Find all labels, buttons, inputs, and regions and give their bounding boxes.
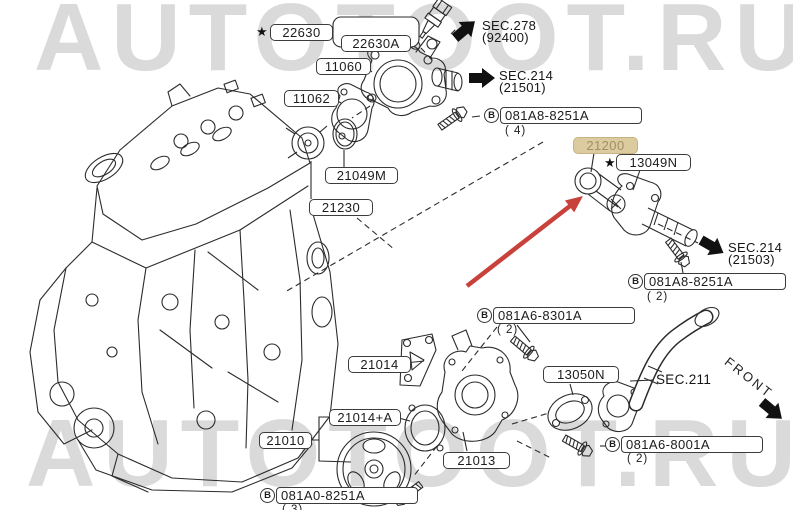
sec-ref-214-21503: SEC.214 (21503) xyxy=(728,240,783,267)
part-label-11062[interactable]: 11062 xyxy=(284,90,339,107)
bolt-icon xyxy=(665,237,690,268)
sec-ref-line1: SEC.214 xyxy=(499,68,554,83)
sec278-arrow-icon xyxy=(451,21,475,42)
engine-outline xyxy=(29,79,339,493)
b-prefix-icon: B xyxy=(484,108,499,123)
b-prefix-icon: B xyxy=(477,308,492,323)
part-label-21014A[interactable]: 21014+A xyxy=(329,409,401,426)
sec-ref-line2: (21501) xyxy=(499,79,546,95)
water-outlet-parts xyxy=(331,0,463,143)
part-label-21014[interactable]: 21014 xyxy=(348,356,411,373)
part-label-21013[interactable]: 21013 xyxy=(443,452,510,469)
sec-ref-278: SEC.278 (92400) xyxy=(482,18,537,45)
part-label-21049M[interactable]: 21049M xyxy=(325,167,398,184)
bolt-icon xyxy=(561,434,594,457)
bolt-qty: ( 2) xyxy=(627,453,649,465)
bolt-part-number: 081A0-8251A xyxy=(276,487,418,504)
sec-ref-211: SEC.211 xyxy=(656,372,712,387)
sec-ref-line1: SEC.214 xyxy=(728,240,783,255)
water-pump-parts xyxy=(336,329,643,507)
front-arrow-icon xyxy=(758,398,782,419)
sec214-21503-arrow-icon xyxy=(698,235,724,256)
hose-sec211 xyxy=(628,306,720,412)
sec-ref-line2: (21503) xyxy=(728,251,775,267)
star-icon: ★ xyxy=(256,24,268,39)
star-icon: ★ xyxy=(604,155,616,170)
bolt-qty: ( 2) xyxy=(647,291,669,303)
bolt-icon xyxy=(437,106,468,131)
b-prefix-icon: B xyxy=(260,488,275,503)
bolt-part-number: 081A6-8001A xyxy=(621,436,763,453)
bolt-part-number: 081A8-8251A xyxy=(644,273,786,290)
bolt-callout-081A6-8301A-x2[interactable]: B 081A6-8301A xyxy=(477,307,635,324)
sec-ref-line1: SEC.278 xyxy=(482,18,537,33)
bolt-qty: ( 4) xyxy=(505,125,527,137)
highlight-arrow xyxy=(465,196,583,288)
part-label-11060[interactable]: 11060 xyxy=(316,58,371,75)
part-label-21010[interactable]: 21010 xyxy=(259,432,312,449)
bolt-qty: ( 3) xyxy=(282,504,304,510)
bolt-callout-081A8-8251A-x2[interactable]: B 081A8-8251A xyxy=(628,273,786,290)
bolt-part-number: 081A8-8251A xyxy=(500,107,642,124)
thermostat-21230-parts xyxy=(285,118,358,160)
b-prefix-icon: B xyxy=(628,274,643,289)
sec-ref-line2: (92400) xyxy=(482,29,529,45)
part-label-22630A[interactable]: 22630A xyxy=(341,35,411,52)
sec214-21501-arrow-icon xyxy=(469,68,495,88)
watermark-bottom: AUTOTOOT.RU xyxy=(26,400,793,507)
bolt-callout-081A0-8251A-x3[interactable]: B 081A0-8251A xyxy=(260,487,418,504)
bolt-icon xyxy=(509,335,539,362)
part-label-13050N[interactable]: 13050N xyxy=(543,366,619,383)
part-label-21230[interactable]: 21230 xyxy=(309,199,373,216)
part-label-22630[interactable]: 22630 xyxy=(270,24,333,41)
bolt-qty: ( 2) xyxy=(497,324,519,336)
assembly-dashes xyxy=(284,27,699,478)
bolt-part-number: 081A6-8301A xyxy=(493,307,635,324)
sec-ref-214-21501: SEC.214 (21501) xyxy=(499,68,554,95)
sensor-icon xyxy=(419,0,453,39)
bolt-callout-081A6-8001A-x2[interactable]: B 081A6-8001A xyxy=(605,436,763,453)
part-label-21200-highlighted[interactable]: 21200 xyxy=(573,137,638,154)
part-label-13049N[interactable]: 13049N xyxy=(616,154,691,171)
b-prefix-icon: B xyxy=(605,437,620,452)
bolt-callout-081A8-8251A-x4[interactable]: B 081A8-8251A xyxy=(484,107,642,124)
thermostat-21200-parts xyxy=(574,167,698,247)
